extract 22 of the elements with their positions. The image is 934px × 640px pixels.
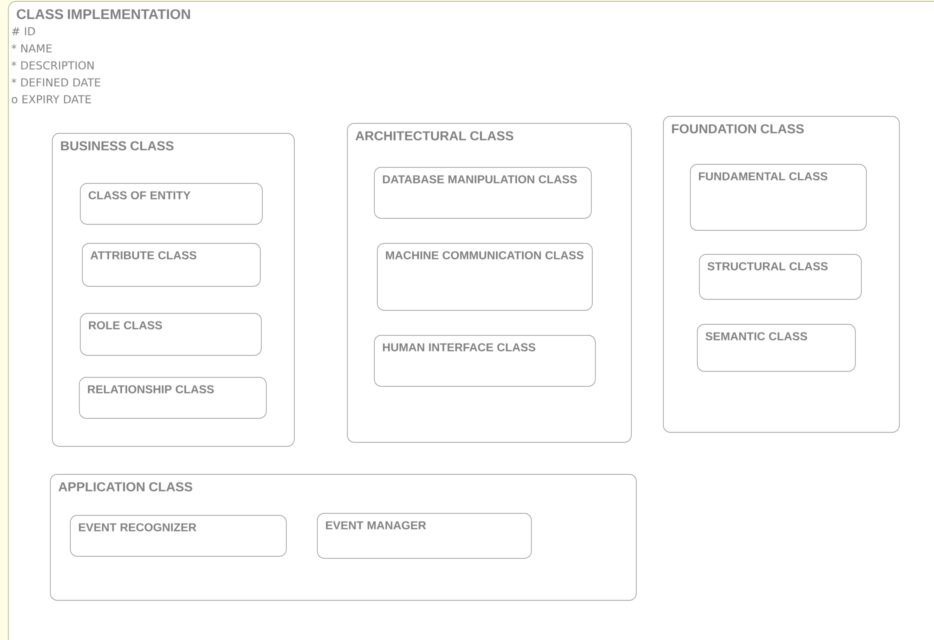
attribute: # ID	[12, 27, 35, 36]
heading: APPLICATION CLASS	[58, 482, 192, 492]
attribute: * DESCRIPTION	[12, 61, 94, 70]
attribute: o EXPIRY DATE	[12, 95, 91, 104]
heading: MACHINE COMMUNICATION CLASS	[386, 251, 584, 260]
heading: SEMANTIC CLASS	[706, 332, 808, 340]
heading: RELATIONSHIP CLASS	[88, 385, 214, 394]
attribute: * DEFINED DATE	[12, 78, 100, 86]
heading: ROLE CLASS	[88, 321, 162, 330]
heading: DATABASE MANIPULATION CLASS	[382, 175, 577, 184]
heading: BUSINESS CLASS	[61, 141, 174, 150]
heading: FUNDAMENTAL CLASS	[698, 172, 828, 180]
attribute: * NAME	[12, 44, 52, 52]
heading: STRUCTURAL CLASS	[708, 262, 828, 270]
heading: HUMAN INTERFACE CLASS	[382, 343, 536, 352]
heading: ARCHITECTURAL CLASS	[356, 131, 514, 140]
heading: EVENT RECOGNIZER	[78, 523, 196, 532]
heading: ATTRIBUTE CLASS	[90, 251, 196, 260]
heading: FOUNDATION CLASS	[672, 124, 804, 134]
heading: CLASS OF ENTITY	[88, 191, 190, 200]
heading: CLASS IMPLEMENTATION	[16, 9, 190, 20]
heading: EVENT MANAGER	[326, 521, 426, 530]
